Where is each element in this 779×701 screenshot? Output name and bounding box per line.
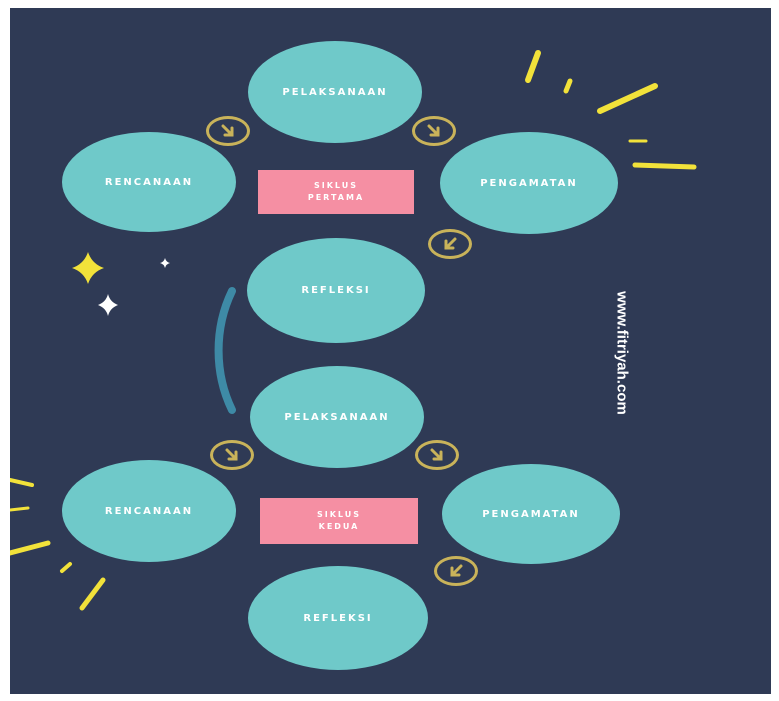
cycle2-rencanaan-label: RENCANAAN: [104, 505, 194, 517]
cycle2-node-rencanaan: RENCANAAN: [62, 460, 236, 562]
cycle2-refleksi-label: REFLEKSI: [303, 612, 373, 624]
cycle1-node-pelaksanaan: PELAKSANAAN: [248, 41, 422, 143]
arrow-down-right-icon: [225, 448, 238, 461]
cycle-connector-arc: [214, 287, 236, 414]
cycle1-label-line1: SIKLUS: [313, 181, 358, 190]
arrow-down-left-icon: [450, 564, 463, 577]
sparkle-icon: [160, 258, 170, 268]
cycle2-node-pengamatan: PENGAMATAN: [442, 464, 620, 564]
cycle1-pelaksanaan-label: PELAKSANAAN: [282, 86, 388, 98]
burst-lines-icon: [525, 50, 697, 170]
arrow-down-left-icon: [444, 237, 457, 250]
arrow-down-right-icon: [427, 124, 440, 137]
arrow-down-right-icon: [221, 124, 234, 137]
watermark-text: www.fitriyah.com: [613, 291, 631, 415]
cycle1-pengamatan-label: PENGAMATAN: [480, 177, 578, 189]
sparkle-icon: [72, 252, 104, 284]
cycle2-node-refleksi: REFLEKSI: [248, 566, 428, 670]
cycle1-label-line2: PERTAMA: [307, 193, 365, 202]
cycle2-label-line2: KEDUA: [318, 522, 360, 531]
cycle1-arrow-pelaksanaan-to-pengamatan: [412, 116, 456, 146]
cycle1-arrow-pengamatan-to-refleksi: [428, 229, 472, 259]
cycle1-refleksi-label: REFLEKSI: [301, 285, 371, 296]
sparkle-icon: [98, 294, 118, 316]
cycle1-label-box: SIKLUS PERTAMA: [258, 170, 414, 214]
cycle1-node-refleksi: REFLEKSI: [247, 238, 425, 343]
cycle2-arrow-rencanaan-to-pelaksanaan: [210, 440, 254, 470]
cycle2-label-line1: SIKLUS: [316, 510, 361, 519]
cycle2-pengamatan-label: PENGAMATAN: [482, 508, 580, 520]
diagram-canvas: PELAKSANAAN RENCANAAN PENGAMATAN REFLEKS…: [10, 8, 771, 694]
arrow-down-right-icon: [430, 448, 443, 461]
cycle2-pelaksanaan-label: PELAKSANAAN: [284, 411, 390, 423]
burst-lines-icon: [10, 478, 106, 611]
cycle2-label-box: SIKLUS KEDUA: [260, 498, 418, 544]
cycle2-arrow-pengamatan-to-refleksi: [434, 556, 478, 586]
cycle1-rencanaan-label: RENCANAAN: [104, 176, 194, 188]
decorations: [10, 50, 697, 611]
cycle2-node-pelaksanaan: PELAKSANAAN: [250, 366, 424, 468]
cycle1-arrow-rencanaan-to-pelaksanaan: [206, 116, 250, 146]
cycle2-arrow-pelaksanaan-to-pengamatan: [415, 440, 459, 470]
cycle1-node-pengamatan: PENGAMATAN: [440, 132, 618, 234]
cycle1-node-rencanaan: RENCANAAN: [62, 132, 236, 232]
